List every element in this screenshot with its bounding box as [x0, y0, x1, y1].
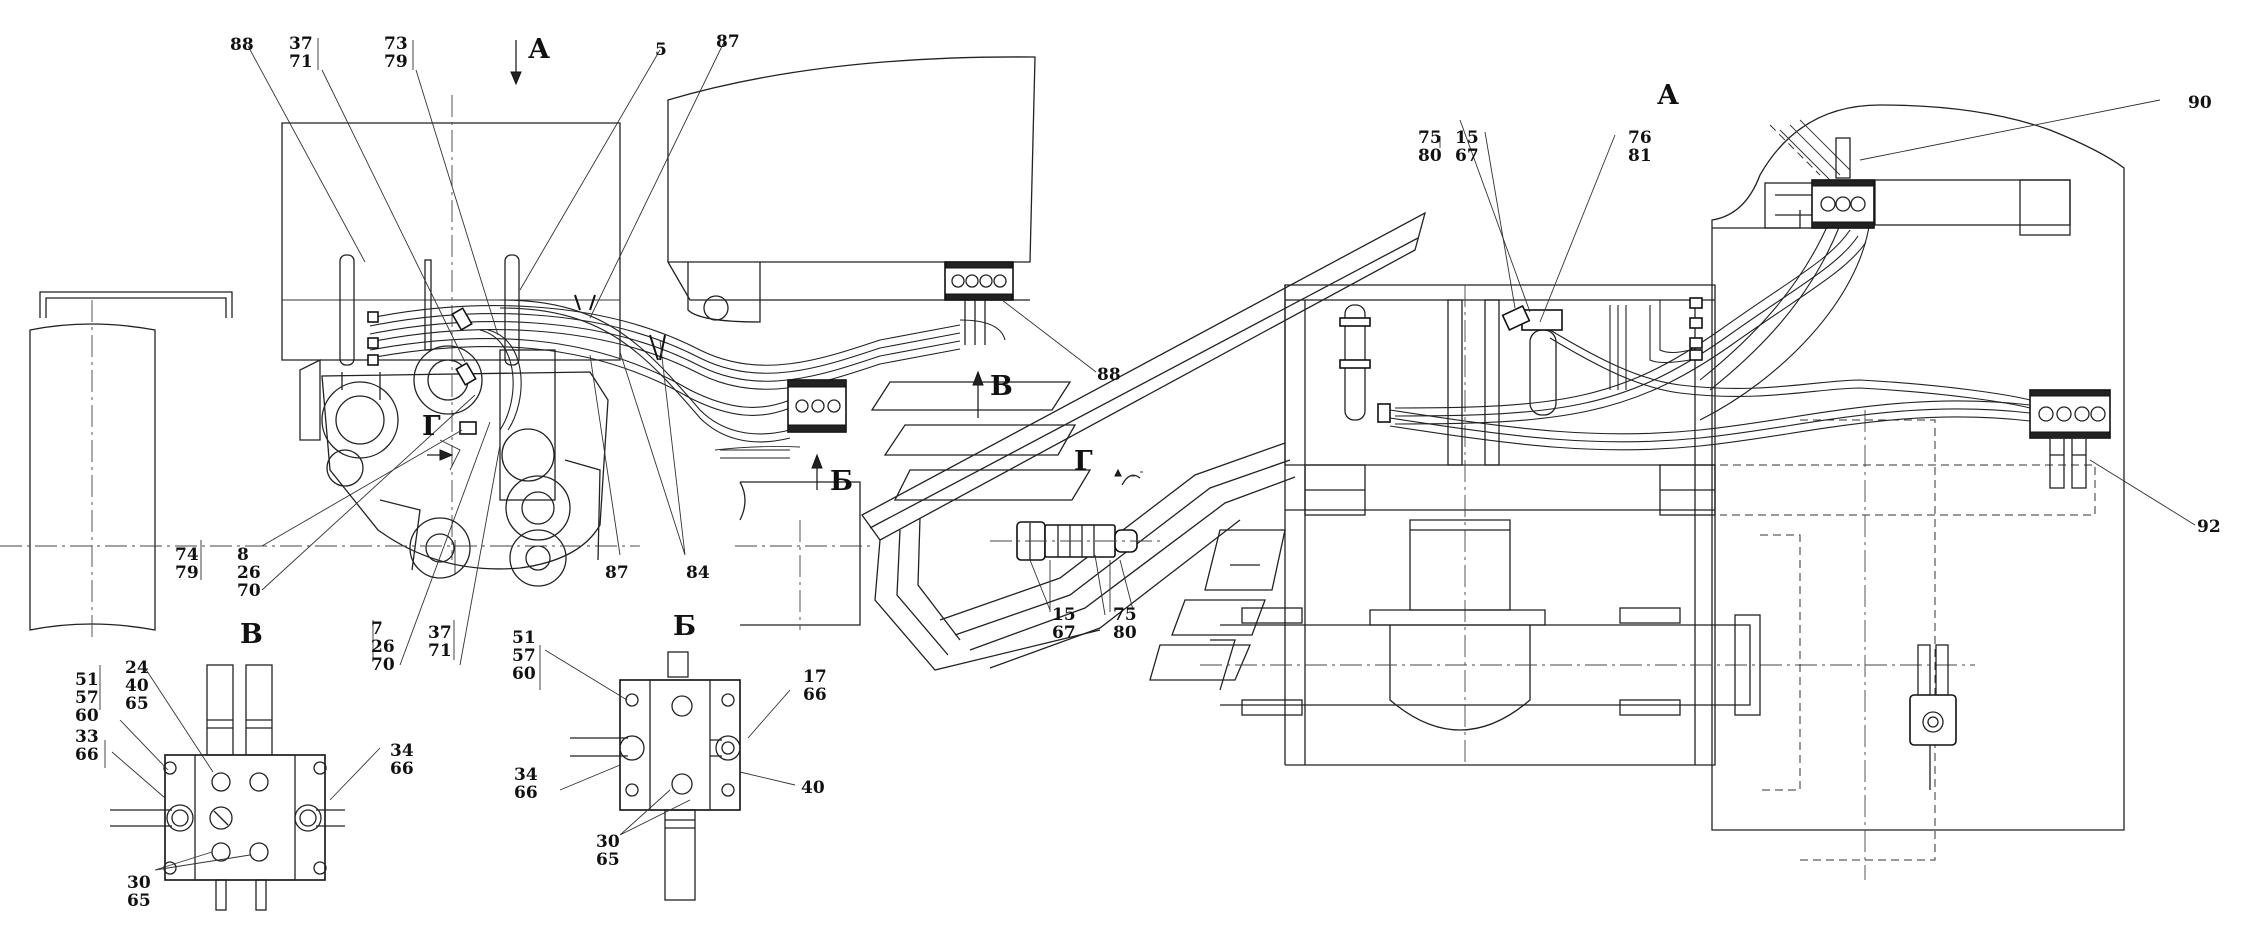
callout-74: 74: [175, 545, 199, 565]
callout-v-34: 34: [390, 741, 414, 761]
callout-b-60: 60: [512, 664, 536, 684]
callout-81: 81: [1628, 146, 1652, 166]
callout-67-g: 67: [1052, 623, 1076, 643]
callout-87-top: 87: [716, 32, 740, 52]
callout-26: 26: [237, 563, 261, 583]
view-b-title: Б: [673, 611, 696, 642]
callout-7: 7: [371, 619, 383, 639]
callout-26b: 26: [371, 637, 395, 657]
callout-v-24: 24: [125, 658, 149, 678]
callout-67-a: 67: [1455, 146, 1479, 166]
detail-view-v: [99, 664, 381, 911]
callout-v-57: 57: [75, 688, 99, 708]
callout-79: 79: [384, 52, 408, 72]
callout-8: 8: [237, 545, 249, 565]
callout-37b: 37: [428, 623, 452, 643]
callout-b-57: 57: [512, 646, 536, 666]
callout-70: 70: [237, 581, 261, 601]
callout-b-66b: 66: [514, 783, 538, 803]
callout-37: 37: [289, 34, 313, 54]
callout-v-40: 40: [125, 676, 149, 696]
view-labels: А А Б Б В В Г Г: [240, 34, 1679, 650]
callout-15-g: 15: [1052, 605, 1076, 625]
callout-80-a: 80: [1418, 146, 1442, 166]
leader-lines-main: [200, 38, 1097, 666]
callout-5: 5: [655, 40, 667, 60]
callout-b-65: 65: [596, 850, 620, 870]
callout-v-30: 30: [127, 873, 151, 893]
callout-88-right: 88: [1097, 365, 1121, 385]
callout-v-66: 66: [75, 745, 99, 765]
view-a-section: [1200, 99, 2196, 880]
callout-73: 73: [384, 34, 408, 54]
distributor-block-lower-right: [1909, 644, 1957, 790]
callout-92: 92: [2197, 517, 2221, 537]
callout-b-51: 51: [512, 628, 536, 648]
callout-80-g: 80: [1113, 623, 1137, 643]
distributor-block-92: [2029, 389, 2111, 489]
callout-79b: 79: [175, 563, 199, 583]
callout-v-60: 60: [75, 706, 99, 726]
callout-labels: 88 37 71 73 79 5 87 88 74 79 8 26 70 87 …: [75, 32, 2221, 911]
main-side-view: [0, 40, 1036, 640]
callout-v-33: 33: [75, 727, 99, 747]
callout-b-40: 40: [801, 778, 825, 798]
callout-75-a: 75: [1418, 128, 1442, 148]
callout-90: 90: [2188, 93, 2212, 113]
view-arrow-b-label: Б: [830, 466, 853, 497]
callout-71: 71: [289, 52, 313, 72]
callout-15-a: 15: [1455, 128, 1479, 148]
callout-b-30: 30: [596, 832, 620, 852]
callout-87-bottom: 87: [605, 563, 629, 583]
callout-76: 76: [1628, 128, 1652, 148]
view-arrow-a-label: А: [528, 34, 550, 65]
callout-v-65b: 65: [127, 891, 151, 911]
view-a-title: А: [1657, 80, 1679, 111]
detail-view-b: [539, 645, 796, 901]
view-g-section: [861, 211, 1427, 681]
callout-b-66: 66: [803, 685, 827, 705]
distributor-block-90: [1811, 137, 1875, 229]
callout-84: 84: [686, 563, 710, 583]
view-arrow-g-label: Г: [422, 411, 441, 442]
callout-b-17: 17: [803, 667, 827, 687]
callout-71b: 71: [428, 641, 452, 661]
view-arrow-v-label: В: [990, 371, 1013, 402]
callout-70b: 70: [371, 655, 395, 675]
view-v-title: В: [240, 619, 263, 650]
callout-88-top: 88: [230, 35, 254, 55]
callout-v-65: 65: [125, 694, 149, 714]
distributor-block-lower: [787, 379, 847, 433]
callout-b-34: 34: [514, 765, 538, 785]
distributor-block-upper: [944, 261, 1014, 345]
callout-v-51: 51: [75, 670, 99, 690]
callout-v-66b: 66: [390, 759, 414, 779]
view-g-title: Г: [1074, 446, 1093, 477]
callout-75-g: 75: [1113, 605, 1137, 625]
